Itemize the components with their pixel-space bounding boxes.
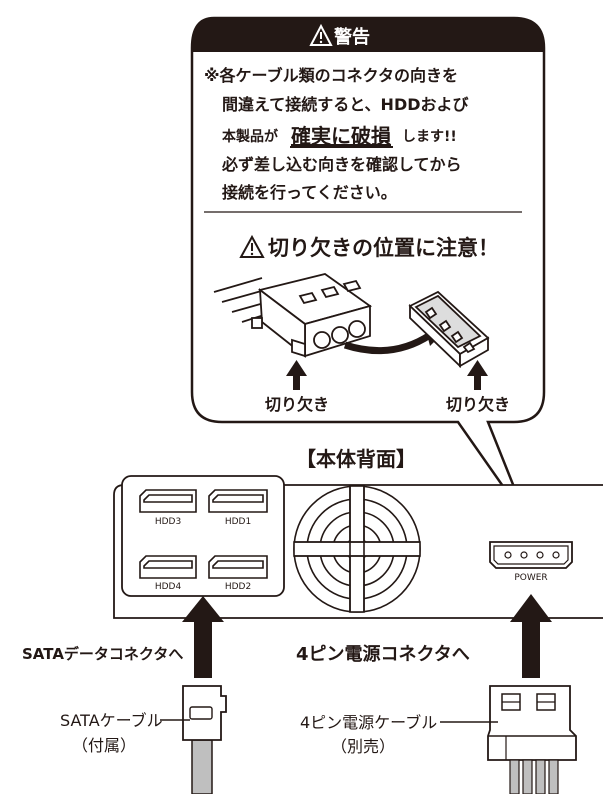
sata-port-group: HDD3 HDD1 HDD4 HDD2 bbox=[121, 475, 285, 597]
warning-line-3a: 本製品が bbox=[222, 128, 279, 145]
sata-connector-label: SATAデータコネクタへ bbox=[22, 645, 183, 663]
fan-grille bbox=[293, 485, 421, 613]
warning-header: 警告 bbox=[334, 26, 370, 48]
power-cable-note: （別売） bbox=[331, 737, 395, 756]
insert-arrow bbox=[343, 332, 432, 355]
power-connector-label: 4ピン電源コネクタへ bbox=[296, 643, 470, 665]
sata-cable-illustration bbox=[182, 685, 227, 794]
sata-port-hdd3[interactable] bbox=[139, 489, 197, 513]
notch-warning-icon bbox=[239, 234, 265, 258]
molex-plug-illustration bbox=[213, 273, 373, 358]
sata-cable-name: SATAケーブル bbox=[60, 711, 163, 730]
warning-line-4: 必ず差し込む向きを確認してから bbox=[221, 155, 462, 174]
sata-cable-note: （付属） bbox=[72, 736, 136, 755]
notch-label-left: 切り欠き bbox=[265, 395, 329, 414]
hdd3-label: HDD3 bbox=[155, 517, 181, 527]
power-port-label: POWER bbox=[514, 573, 547, 583]
power-cable-name: 4ピン電源ケーブル bbox=[300, 713, 437, 732]
notch-label-right: 切り欠き bbox=[446, 395, 510, 414]
rear-panel-title: 【本体背面】 bbox=[296, 447, 416, 471]
sata-port-hdd2[interactable] bbox=[208, 555, 268, 579]
warning-line-3b: します!! bbox=[402, 129, 457, 145]
warning-line-3-emphasis: 確実に破損 bbox=[291, 124, 392, 148]
sata-up-arrow bbox=[182, 596, 224, 678]
warning-line-2: 間違えて接続すると、HDDおよび bbox=[222, 95, 470, 114]
molex-receptacle-illustration bbox=[408, 290, 490, 369]
notch-arrow-right bbox=[467, 360, 488, 390]
warning-triangle-icon bbox=[309, 23, 333, 46]
warning-line-5: 接続を行ってください。 bbox=[222, 183, 397, 202]
sata-port-hdd1[interactable] bbox=[208, 489, 268, 513]
power-cable-illustration bbox=[487, 685, 577, 794]
power-port[interactable] bbox=[489, 541, 573, 569]
notch-arrow-left bbox=[286, 360, 307, 390]
hdd4-label: HDD4 bbox=[155, 582, 182, 592]
notch-title: 切り欠きの位置に注意！ bbox=[268, 236, 499, 260]
hdd2-label: HDD2 bbox=[225, 582, 251, 592]
warning-callout: 警告 ※各ケーブル類のコネクタの向きを 間違えて接続すると、HDDおよび 本製品… bbox=[190, 16, 546, 523]
power-up-arrow bbox=[510, 594, 552, 678]
hdd1-label: HDD1 bbox=[225, 517, 251, 527]
warning-line-1: ※各ケーブル類のコネクタの向きを bbox=[204, 66, 458, 85]
sata-port-hdd4[interactable] bbox=[139, 555, 197, 579]
